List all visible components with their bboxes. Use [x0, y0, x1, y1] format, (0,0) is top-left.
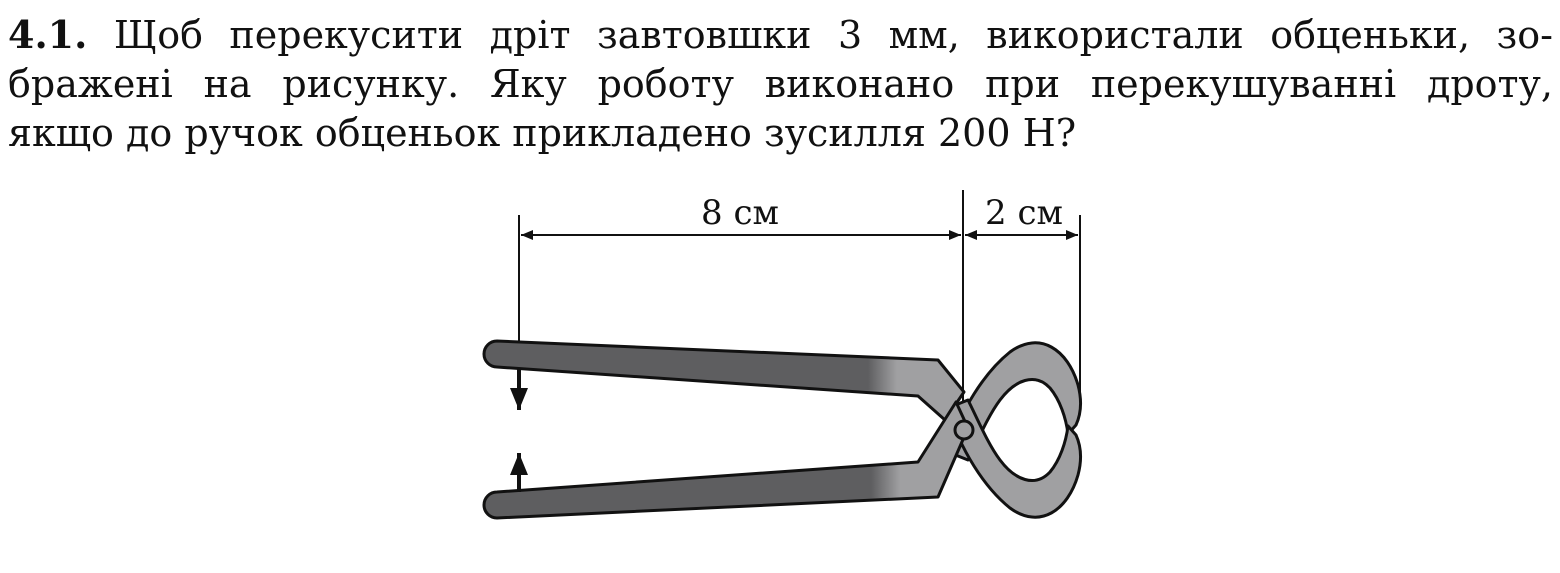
problem-line-1: 4.1. Щоб перекусити дріт завтовшки 3 мм,…	[8, 10, 1553, 60]
lower-handle	[482, 400, 970, 520]
problem-statement: 4.1. Щоб перекусити дріт завтовшки 3 мм,…	[8, 10, 1553, 158]
force-arrow-up-head	[510, 453, 528, 475]
problem-text-line-1: Щоб перекусити дріт завтовшки 3 мм, вико…	[87, 13, 1553, 57]
force-arrow-down-head	[510, 388, 528, 410]
problem-number: 4.1.	[8, 12, 88, 57]
problem-line-2: бражені на рисунку. Яку роботу виконано …	[8, 62, 1553, 106]
dimension-label-2cm: 2 см	[985, 193, 1063, 233]
problem-line-3: якщо до ручок обценьок прикладено зусилл…	[8, 111, 1077, 155]
pincers-jaws	[946, 341, 1082, 519]
dimension-label-8cm: 8 см	[701, 193, 779, 233]
lower-jaw	[946, 398, 1082, 519]
upper-handle	[482, 339, 966, 422]
pivot-pin	[953, 419, 975, 441]
